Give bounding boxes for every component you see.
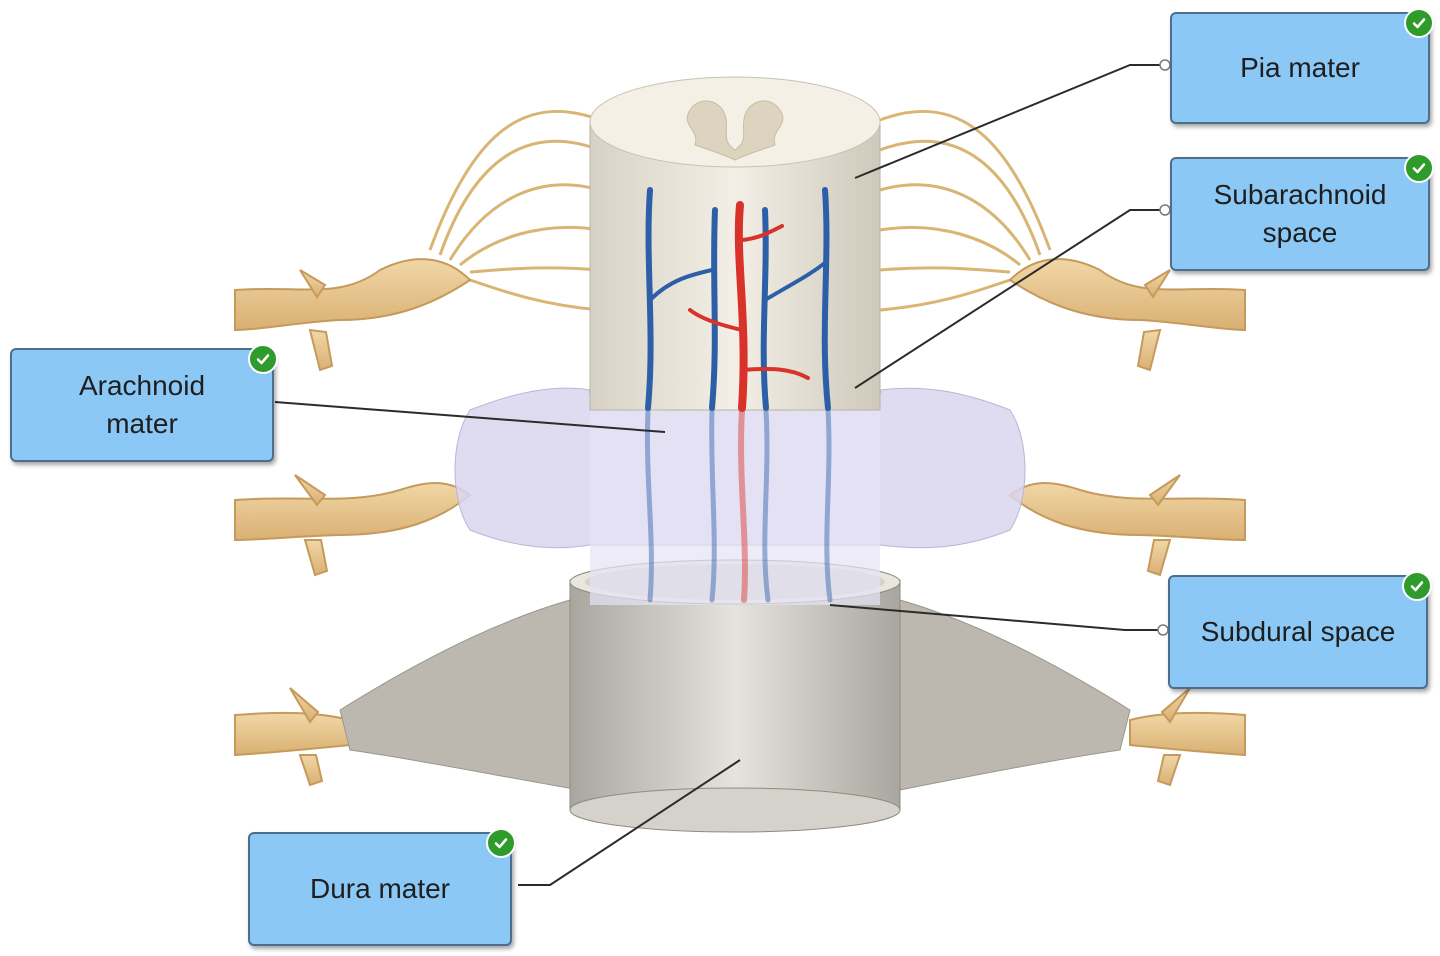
spinal-nerves-left	[234, 258, 472, 787]
label-subarachnoid-space-text: Subarachnoid space	[1213, 179, 1387, 248]
label-subdural-space[interactable]: Subdural space	[1168, 571, 1432, 689]
leader-line-arachnoid-mater	[274, 401, 666, 433]
check-circle-icon	[1404, 8, 1434, 38]
label-dura-mater-text: Dura mater	[309, 873, 451, 904]
spinal-cord	[589, 76, 881, 412]
leader-line-subarachnoid-space	[854, 209, 1162, 389]
leader-line-subdural-space	[829, 604, 1162, 631]
label-arachnoid-mater-text: Arachnoid mater	[78, 370, 206, 439]
nerve-rootlets-upper	[428, 109, 1052, 312]
spinal-nerves-right	[1008, 258, 1246, 787]
label-subarachnoid-space[interactable]: Subarachnoid space	[1170, 153, 1434, 271]
check-circle-icon	[1402, 571, 1432, 601]
label-arachnoid-mater[interactable]: Arachnoid mater	[10, 344, 278, 462]
leader-line-dura-mater	[518, 759, 741, 886]
label-pia-mater-text: Pia mater	[1240, 52, 1360, 83]
check-circle-icon	[1404, 153, 1434, 183]
vessels-through-arachnoid	[644, 407, 833, 603]
check-circle-icon	[248, 344, 278, 374]
label-pia-mater[interactable]: Pia mater	[1170, 8, 1434, 124]
leader-line-pia-mater	[854, 64, 1162, 179]
check-circle-icon	[486, 828, 516, 858]
label-dura-mater[interactable]: Dura mater	[248, 828, 516, 946]
leader-lines	[274, 64, 1162, 886]
label-subdural-space-text: Subdural space	[1200, 616, 1396, 647]
